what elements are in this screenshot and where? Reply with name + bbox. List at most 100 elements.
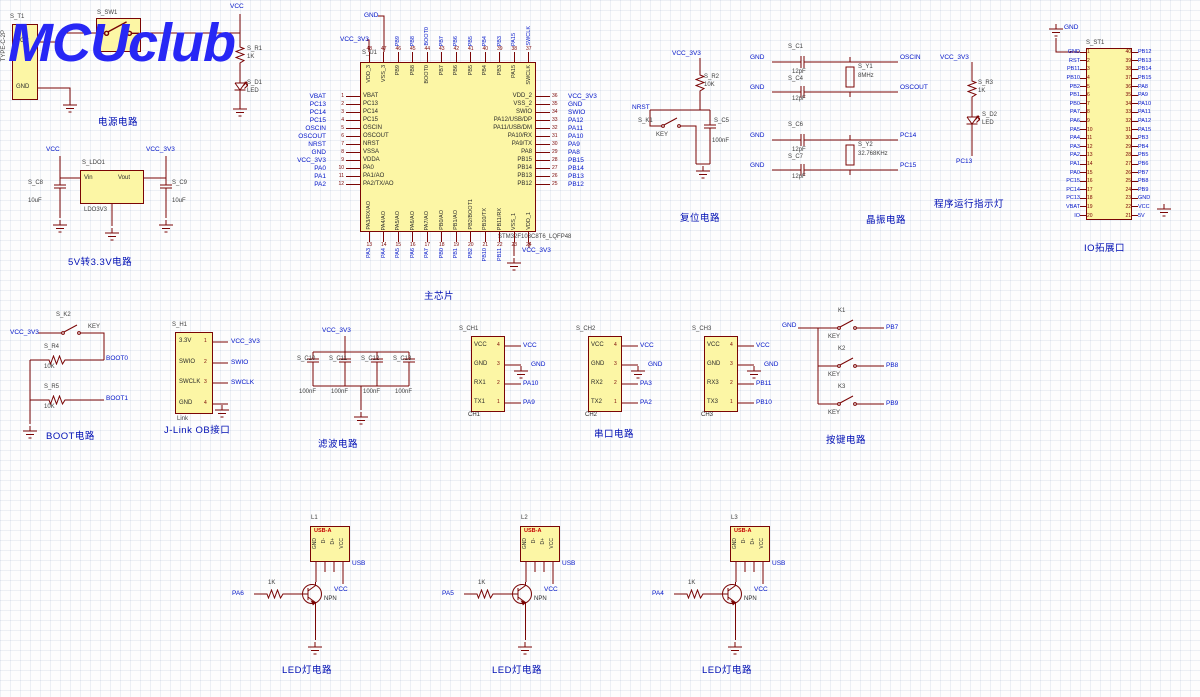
r1-ref: S_R1 (247, 46, 263, 52)
pin-stub (426, 52, 428, 62)
serial-pin-number: 3 (730, 361, 733, 367)
usb-a-body-2[interactable] (520, 526, 560, 562)
capacitor-c8-symbol[interactable] (53, 178, 67, 195)
net-label: PA12 (568, 116, 584, 124)
pin-stub (1080, 206, 1086, 208)
serial-pin-name: GND (591, 361, 605, 367)
io-header-body[interactable] (1086, 48, 1132, 220)
io-net-left: PA7 (1070, 109, 1080, 116)
base-resistor-symbol[interactable] (684, 589, 706, 599)
pin-number: 29 (552, 149, 558, 155)
pin-stub (1080, 68, 1086, 70)
crystal-symbol[interactable] (843, 135, 857, 175)
pin-stub (346, 183, 360, 185)
c5-value: 100nF (712, 138, 730, 144)
serial-ch1-body[interactable] (471, 336, 505, 412)
io-pin-number: 23 (1125, 195, 1131, 202)
pin-number: 16 (409, 242, 416, 248)
pin-name: PB2/BOOT1 (467, 199, 474, 230)
resistor-r4-symbol[interactable] (46, 355, 68, 365)
typec-connector-body[interactable] (12, 24, 38, 100)
pin-number: 27 (552, 165, 558, 171)
pin-number: 43 (438, 46, 445, 52)
io-net-left: PB2 (1069, 83, 1080, 90)
serial-pin-number: 1 (730, 399, 733, 405)
io-pin-number: 18 (1087, 195, 1093, 202)
serial-pin-name: TX3 (707, 399, 719, 405)
pin-stub (1080, 154, 1086, 156)
capacitor-symbol[interactable] (794, 133, 810, 147)
pin-stub (441, 232, 443, 242)
ldo-pin-out: Vout (118, 175, 131, 181)
io-net-right: PB9 (1138, 186, 1149, 193)
serial-ch2-body[interactable] (588, 336, 622, 412)
pin-stub (1080, 180, 1086, 182)
resistor-r3-symbol[interactable] (967, 78, 977, 100)
d2-ref: S_D2 (982, 112, 998, 118)
resistor-r1-symbol[interactable] (235, 44, 245, 66)
resistor-r2-symbol[interactable] (695, 72, 705, 94)
key-k2-boot-symbol[interactable] (56, 324, 86, 335)
usb-a-body-1[interactable] (310, 526, 350, 562)
serial-gnd-net: GND (531, 361, 546, 368)
power-switch-body[interactable] (96, 18, 141, 52)
io-pin-number: 9 (1087, 118, 1090, 125)
io-net-right: PA10 (1138, 100, 1152, 107)
key-symbol[interactable] (832, 395, 862, 406)
jlink-header-body[interactable] (175, 332, 213, 414)
pin-stub (1132, 94, 1138, 96)
crystal-symbol[interactable] (843, 57, 857, 97)
npn-transistor-symbol[interactable] (510, 582, 532, 606)
npn-transistor-symbol[interactable] (720, 582, 742, 606)
io-net-right: 5V (1138, 212, 1145, 219)
pin-name: PB1/AO (453, 210, 460, 230)
usb-pin-name: D- (321, 538, 327, 544)
pin-number: 26 (552, 173, 558, 179)
pin-name: SWIO (516, 109, 532, 115)
key-value: KEY (828, 372, 841, 378)
led-input-net: PA4 (652, 590, 664, 597)
io-pin-number: 26 (1125, 169, 1131, 176)
pin-name: PA10/RX (507, 133, 532, 139)
ldo-out-net: VCC_3V3 (146, 146, 175, 153)
io-pin-number: 1 (1087, 49, 1090, 56)
base-resistor-symbol[interactable] (264, 589, 286, 599)
serial-net: VCC (756, 342, 770, 349)
usb-a-body-3[interactable] (730, 526, 770, 562)
t1-type: TYPE-C-2P (1, 30, 7, 62)
net-label: PA5 (395, 248, 402, 258)
pin-stub (536, 127, 550, 129)
usb-pin-name: GND (312, 538, 318, 550)
serial-pin-name: VCC (591, 342, 604, 348)
io-pin-number: 11 (1087, 135, 1093, 142)
npn-transistor-symbol[interactable] (300, 582, 322, 606)
serial-ch3-body[interactable] (704, 336, 738, 412)
base-resistor-symbol[interactable] (474, 589, 496, 599)
io-pin-number: 40 (1125, 49, 1131, 56)
key-symbol[interactable] (832, 357, 862, 368)
ldo-body[interactable] (80, 170, 144, 204)
pin-name: PA15 (511, 65, 518, 79)
resistor-r5-symbol[interactable] (46, 395, 68, 405)
serial-net: PA9 (523, 399, 535, 406)
pin-stub (499, 232, 501, 242)
wire (378, 15, 385, 52)
mcu-body[interactable] (360, 62, 536, 232)
pin-stub (536, 143, 550, 145)
serial-conn-ref: S_CH1 (459, 326, 479, 332)
capacitor-c9-symbol[interactable] (159, 178, 173, 195)
usb-pin-name: D+ (750, 538, 756, 545)
capacitor-symbol[interactable] (794, 55, 810, 69)
io-pin-number: 37 (1125, 75, 1131, 82)
key-symbol[interactable] (832, 319, 862, 330)
pin-stub (412, 232, 414, 242)
gnd-symbol (695, 166, 711, 179)
led-d2-symbol[interactable] (966, 112, 981, 132)
mcu-pin-col: 23 (507, 232, 522, 292)
pin-stub (1132, 189, 1138, 191)
net-label: PA0 (314, 164, 326, 172)
io-net-right: PB7 (1138, 169, 1149, 176)
